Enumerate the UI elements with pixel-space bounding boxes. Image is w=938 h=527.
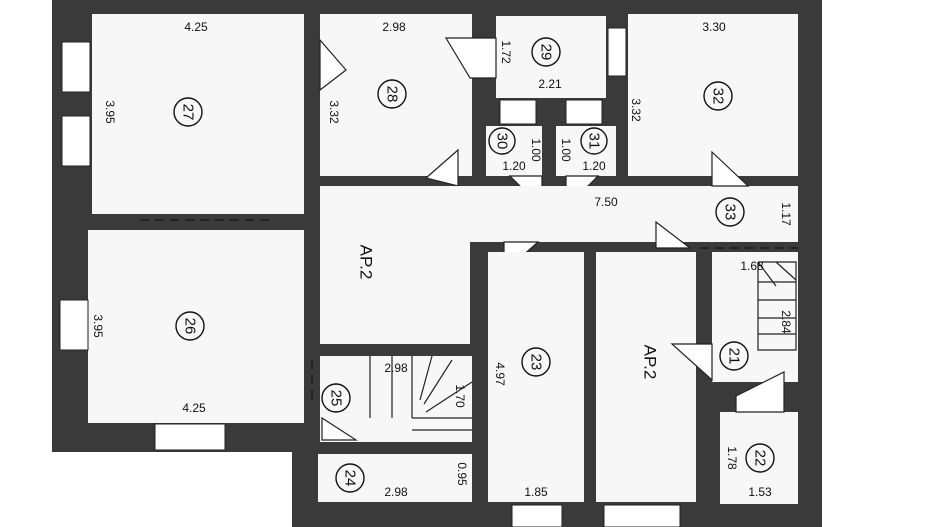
door-corridor	[711, 150, 750, 187]
room-28	[320, 14, 472, 176]
room-22	[720, 412, 798, 504]
stair-21	[757, 261, 797, 351]
window	[607, 27, 627, 77]
room-number-23: 23	[528, 354, 545, 371]
dim-24-width: 2.98	[384, 485, 408, 499]
dim-27-depth: 3.95	[103, 100, 117, 124]
room-number-22: 22	[752, 450, 769, 467]
door-corridor	[424, 148, 459, 187]
window	[603, 504, 681, 527]
door-21	[670, 343, 713, 382]
dim-30-depth: 1.00	[529, 138, 543, 162]
room-21	[712, 252, 798, 382]
opening	[565, 99, 603, 125]
window	[61, 115, 91, 167]
room-26	[88, 230, 304, 423]
window	[59, 299, 89, 351]
room-number-31: 31	[586, 133, 603, 150]
door-corridor	[655, 220, 692, 249]
dim-22-depth: 1.78	[725, 446, 739, 470]
dim-21-depth: 2.84	[779, 310, 793, 334]
room-30	[486, 126, 542, 176]
dim-32-width: 3.30	[702, 20, 726, 34]
room-number-32: 32	[710, 88, 727, 105]
apartment-label-right: AP.2	[641, 345, 660, 380]
room-29	[496, 16, 606, 98]
dim-26-depth: 3.95	[91, 314, 105, 338]
dim-22-width: 1.53	[748, 485, 772, 499]
apartment-2-left	[320, 186, 470, 344]
room-number-29: 29	[538, 44, 555, 61]
dim-28-width: 2.98	[382, 20, 406, 34]
room-24	[318, 454, 472, 502]
room-number-33: 33	[722, 204, 739, 221]
apartment-label-left: AP.2	[357, 245, 376, 280]
dim-33-length: 7.50	[594, 195, 618, 209]
room-number-25: 25	[328, 390, 345, 407]
dim-30-width: 1.20	[502, 159, 526, 173]
dim-24-depth: 0.95	[455, 462, 469, 486]
room-number-26: 26	[182, 318, 199, 335]
dim-29-depth: 1.72	[499, 40, 513, 64]
room-23	[488, 252, 584, 502]
dim-21-width: 1.68	[740, 259, 764, 273]
dim-23-depth: 4.97	[493, 362, 507, 386]
opening	[499, 99, 537, 125]
room-number-21: 21	[726, 348, 743, 365]
dim-29-width: 2.21	[538, 77, 562, 91]
dim-26-width: 4.25	[182, 401, 206, 415]
dim-23-width: 1.85	[524, 485, 548, 499]
door-28	[319, 38, 347, 92]
dim-25-depth: 1.70	[453, 384, 467, 408]
dim-32-depth: 3.32	[629, 98, 643, 122]
room-number-24: 24	[342, 470, 359, 487]
door-22	[735, 371, 785, 413]
room-number-27: 27	[180, 104, 197, 121]
room-33-corridor	[410, 186, 798, 242]
door-25	[321, 416, 359, 441]
dim-33-depth: 1.17	[779, 202, 793, 226]
window	[511, 504, 563, 527]
dim-31-width: 1.20	[582, 159, 606, 173]
door-29	[444, 37, 497, 79]
dim-27-width: 4.25	[184, 20, 208, 34]
dim-25-width: 2.98	[384, 361, 408, 375]
room-number-28: 28	[384, 86, 401, 103]
dim-31-depth: 1.00	[559, 138, 573, 162]
room-32	[628, 14, 798, 176]
apartment-2-right	[596, 252, 696, 502]
window	[154, 423, 226, 451]
dim-28-depth: 3.32	[327, 100, 341, 124]
room-number-30: 30	[494, 133, 511, 150]
window	[61, 41, 91, 93]
room-27	[92, 14, 304, 214]
